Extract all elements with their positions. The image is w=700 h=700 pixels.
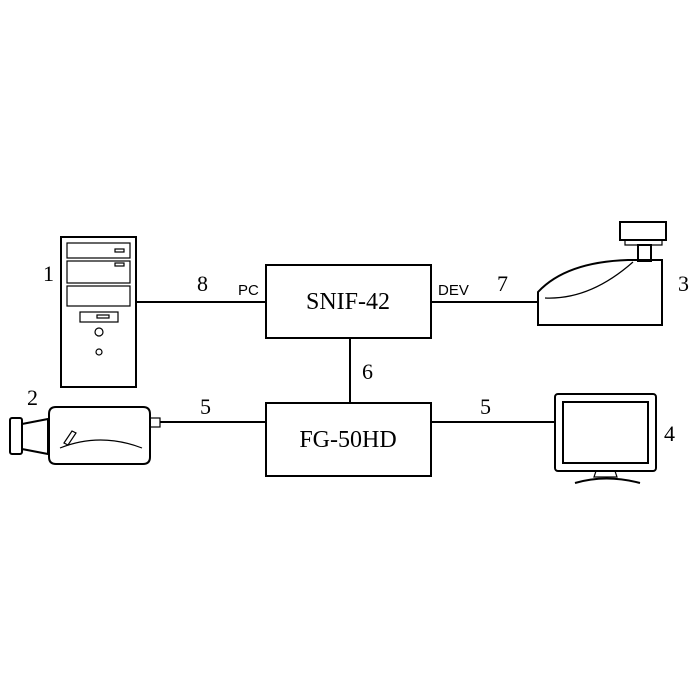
fg-50hd-label: FG-50HD (299, 427, 396, 453)
cable-camera-fg-number: 5 (200, 394, 211, 419)
monitor-icon (554, 393, 657, 484)
port-dev-label: DEV (438, 282, 469, 299)
cash-register-number: 3 (678, 271, 689, 296)
fg-50hd-block: FG-50HD (265, 402, 432, 477)
camera-number: 2 (27, 385, 38, 410)
cable-fg-monitor-number: 5 (480, 394, 491, 419)
desktop-tower-icon (60, 236, 137, 388)
port-pc-label: PC (238, 282, 259, 299)
monitor-number: 4 (664, 421, 675, 446)
cable-snif-fg-number: 6 (362, 359, 373, 384)
cable-pc-number: 8 (197, 271, 208, 296)
cash-register-icon (537, 221, 667, 326)
snif-42-block: SNIF-42 (265, 264, 432, 339)
snif-42-label: SNIF-42 (306, 289, 390, 315)
pc-number: 1 (43, 261, 54, 286)
video-camera-icon (9, 406, 161, 465)
cable-dev-number: 7 (497, 271, 508, 296)
